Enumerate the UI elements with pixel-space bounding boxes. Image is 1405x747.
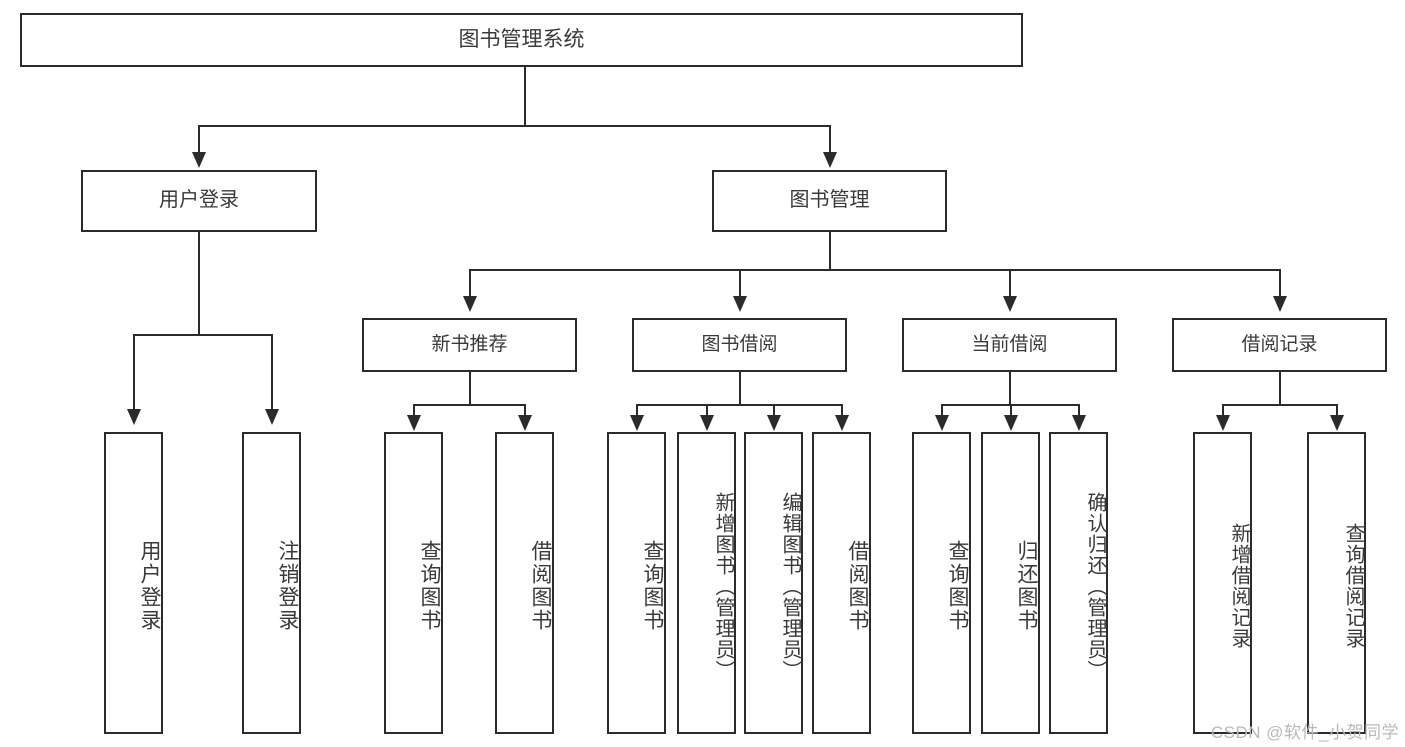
connector-user-login-stem [198,232,200,335]
node-label: 归还图书 [1015,540,1038,632]
arrowhead-book-borrow-leaf-3 [767,415,781,431]
leaf-book-borrow-edit[interactable]: 编辑图书（管理员） [744,432,803,734]
node-label: 借阅图书 [846,540,869,632]
connector-root-bus [198,125,831,127]
leaf-current-borrow-query[interactable]: 查询图书 [912,432,971,734]
connector-root-drop-1 [198,125,200,154]
arrowhead-new-book-leaf-2 [518,415,532,431]
connector-book-manage-drop-1 [469,269,471,298]
arrowhead-book-borrow-leaf-4 [835,415,849,431]
node-label: 查询图书 [946,540,969,632]
node-current-borrow[interactable]: 当前借阅 [902,318,1117,372]
node-label: 查询借阅记录 [1342,523,1364,649]
connector-book-borrow-drop-2 [706,404,708,418]
arrowhead-book-borrow-leaf-1 [630,415,644,431]
connector-book-manage-drop-3 [1009,269,1011,298]
connector-new-book-bus [413,404,526,406]
connector-new-book-stem [469,372,471,406]
arrowhead-to-borrow-record [1273,296,1287,312]
arrowhead-user-login-leaf-1 [127,409,141,425]
node-label: 借阅记录 [1241,333,1318,355]
connector-user-login-drop-1 [133,334,135,411]
leaf-book-borrow-borrow[interactable]: 借阅图书 [812,432,871,734]
connector-new-book-drop-1 [413,404,415,418]
connector-new-book-drop-2 [524,404,526,418]
connector-user-login-bus [133,334,273,336]
connector-current-borrow-drop-3 [1078,404,1080,418]
node-borrow-record[interactable]: 借阅记录 [1172,318,1387,372]
node-label: 当前借阅 [971,333,1048,355]
connector-borrow-record-drop-2 [1336,404,1338,418]
node-new-book-recommend[interactable]: 新书推荐 [362,318,577,372]
node-label: 图书借阅 [701,333,778,355]
connector-book-manage-bus [469,269,1281,271]
node-label: 用户登录 [159,189,239,212]
leaf-current-borrow-return[interactable]: 归还图书 [981,432,1040,734]
connector-borrow-record-stem [1279,372,1281,406]
arrowhead-current-borrow-leaf-1 [935,415,949,431]
arrowhead-to-user-login [192,152,206,168]
node-label: 借阅图书 [529,540,552,632]
connector-root-drop-2 [829,125,831,154]
node-label: 新增图书（管理员） [712,491,734,681]
connector-book-manage-drop-2 [739,269,741,298]
node-label: 新增借阅记录 [1228,523,1250,649]
arrowhead-current-borrow-leaf-3 [1072,415,1086,431]
arrowhead-to-current-borrow [1003,296,1017,312]
leaf-book-borrow-add[interactable]: 新增图书（管理员） [677,432,736,734]
node-label: 注销登录 [276,540,299,632]
arrowhead-current-borrow-leaf-2 [1004,415,1018,431]
node-label: 图书管理 [789,189,870,212]
arrowhead-borrow-record-leaf-2 [1330,415,1344,431]
leaf-user-login-login[interactable]: 用户登录 [104,432,163,734]
arrowhead-new-book-leaf-1 [407,415,421,431]
csdn-watermark: CSDN @软件_小贺同学 [1210,723,1399,742]
connector-book-borrow-bus [636,404,842,406]
node-book-borrow[interactable]: 图书借阅 [632,318,847,372]
connector-current-borrow-stem [1009,372,1011,406]
leaf-book-borrow-query[interactable]: 查询图书 [607,432,666,734]
leaf-new-book-query[interactable]: 查询图书 [384,432,443,734]
connector-book-borrow-drop-1 [636,404,638,418]
leaf-borrow-record-add[interactable]: 新增借阅记录 [1193,432,1252,734]
arrowhead-to-book-borrow [733,296,747,312]
connector-book-borrow-stem [739,372,741,406]
connector-book-manage-drop-4 [1279,269,1281,298]
arrowhead-user-login-leaf-2 [265,409,279,425]
connector-book-borrow-drop-3 [773,404,775,418]
node-label: 确认归还（管理员） [1084,491,1106,681]
node-root-system[interactable]: 图书管理系统 [20,13,1023,67]
node-book-manage[interactable]: 图书管理 [712,170,947,232]
node-label: 用户登录 [138,540,161,632]
node-label: 编辑图书（管理员） [779,491,801,681]
node-label: 查询图书 [641,540,664,632]
connector-root-stem [524,67,526,126]
connector-book-borrow-drop-4 [841,404,843,418]
connector-current-borrow-drop-1 [941,404,943,418]
arrowhead-borrow-record-leaf-1 [1216,415,1230,431]
leaf-current-borrow-confirm[interactable]: 确认归还（管理员） [1049,432,1108,734]
node-label: 图书管理系统 [458,27,585,51]
node-label: 新书推荐 [431,333,508,355]
connector-borrow-record-bus [1222,404,1337,406]
arrowhead-book-borrow-leaf-2 [700,415,714,431]
node-label: 查询图书 [418,540,441,632]
arrowhead-to-book-manage [823,152,837,168]
connector-current-borrow-drop-2 [1010,404,1012,418]
leaf-user-login-logout[interactable]: 注销登录 [242,432,301,734]
connector-borrow-record-drop-1 [1222,404,1224,418]
connector-book-manage-stem [829,232,831,271]
leaf-borrow-record-query[interactable]: 查询借阅记录 [1307,432,1366,734]
connector-user-login-drop-2 [271,334,273,411]
leaf-new-book-borrow[interactable]: 借阅图书 [495,432,554,734]
node-user-login[interactable]: 用户登录 [81,170,317,232]
arrowhead-to-new-book-recommend [463,296,477,312]
